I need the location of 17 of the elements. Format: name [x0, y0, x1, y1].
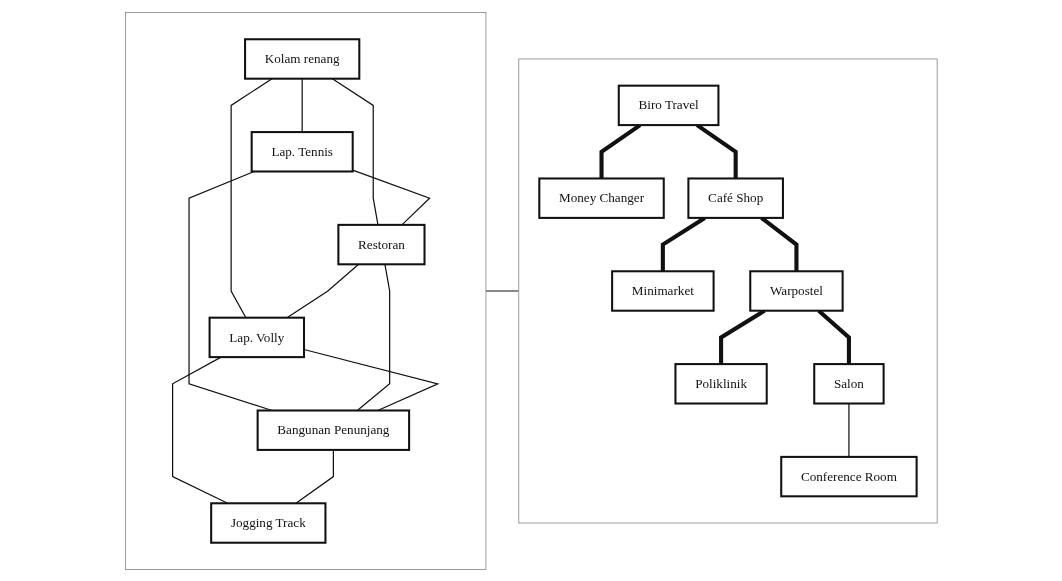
- node-box: Poliklinik: [674, 362, 768, 405]
- node-box: Warpostel: [748, 269, 844, 312]
- node-box: Bangunan Penunjang: [256, 408, 410, 451]
- node-box: Money Changer: [537, 176, 665, 219]
- node-box: Kolam renang: [243, 37, 360, 80]
- cluster: [124, 11, 486, 570]
- node-box: Biro Travel: [617, 84, 720, 126]
- node-box: Salon: [812, 362, 885, 405]
- node-box: Restoran: [336, 223, 426, 265]
- node-box: Lap. Volly: [208, 316, 305, 358]
- node-box: Conference Room: [779, 455, 918, 497]
- node-box: Lap. Tennis: [250, 130, 354, 172]
- cluster: [518, 58, 938, 523]
- node-box: Café Shop: [687, 176, 784, 219]
- node-box: Minimarket: [610, 269, 715, 312]
- connector: [351, 169, 431, 225]
- node-box: Jogging Track: [209, 501, 327, 544]
